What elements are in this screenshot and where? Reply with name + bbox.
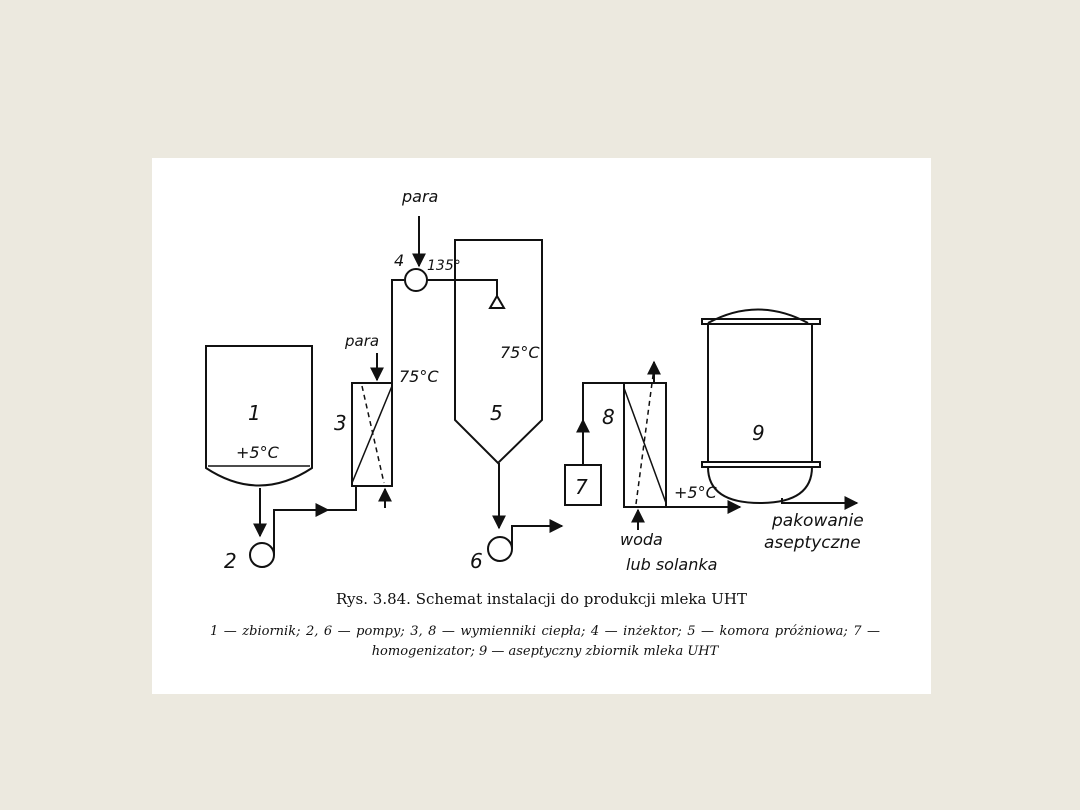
label-temp-5-out: +5°C bbox=[674, 483, 718, 502]
pump-2 bbox=[249, 542, 275, 568]
label-woda: woda bbox=[620, 530, 663, 549]
uht-installation-diagram: 1 +5°C 2 3 para 75°C 4 para 135° bbox=[205, 187, 864, 574]
flow-pump6-homogenizer7 bbox=[511, 519, 564, 549]
label-5: 5 bbox=[490, 401, 503, 425]
label-para-left: para bbox=[344, 332, 379, 350]
flow-tank9-packaging bbox=[781, 496, 859, 510]
label-1: 1 bbox=[248, 401, 261, 425]
heat-exchanger-3 bbox=[351, 382, 393, 487]
slide-panel: 1 +5°C 2 3 para 75°C 4 para 135° bbox=[152, 158, 931, 694]
label-para-top: para bbox=[401, 187, 438, 206]
label-8: 8 bbox=[602, 405, 615, 429]
flow-injector4-chamber5 bbox=[427, 279, 498, 298]
label-temp-75-chamber: 75°C bbox=[500, 343, 540, 362]
pump-6 bbox=[487, 536, 513, 562]
figure-caption-legend: 1 — zbiornik; 2, 6 — pompy; 3, 8 — wymie… bbox=[210, 624, 880, 659]
aseptic-tank-9 bbox=[701, 308, 821, 505]
label-temp-75-left: 75°C bbox=[399, 367, 439, 386]
label-9: 9 bbox=[752, 421, 765, 445]
label-7: 7 bbox=[575, 475, 588, 499]
heat-exchanger-8 bbox=[623, 367, 667, 508]
label-6: 6 bbox=[470, 549, 483, 573]
flow-pump2-exchanger3 bbox=[273, 503, 330, 555]
label-pakowanie: pakowanie bbox=[771, 511, 864, 531]
injector-4 bbox=[404, 268, 428, 292]
label-2: 2 bbox=[224, 549, 237, 573]
label-lub-solanka: lub solanka bbox=[626, 555, 717, 574]
label-temp-135: 135° bbox=[427, 258, 461, 274]
label-temp-5-tank: +5°C bbox=[236, 443, 280, 462]
tank-1 bbox=[205, 345, 313, 487]
spray-nozzle bbox=[488, 294, 506, 309]
vacuum-chamber-5 bbox=[454, 239, 543, 465]
figure-caption-title: Rys. 3.84. Schemat instalacji do produkc… bbox=[336, 590, 747, 608]
flow-exchanger3-injector4 bbox=[391, 279, 404, 388]
label-3: 3 bbox=[334, 411, 347, 435]
label-aseptyczne: aseptyczne bbox=[764, 533, 861, 553]
label-4: 4 bbox=[394, 251, 404, 270]
